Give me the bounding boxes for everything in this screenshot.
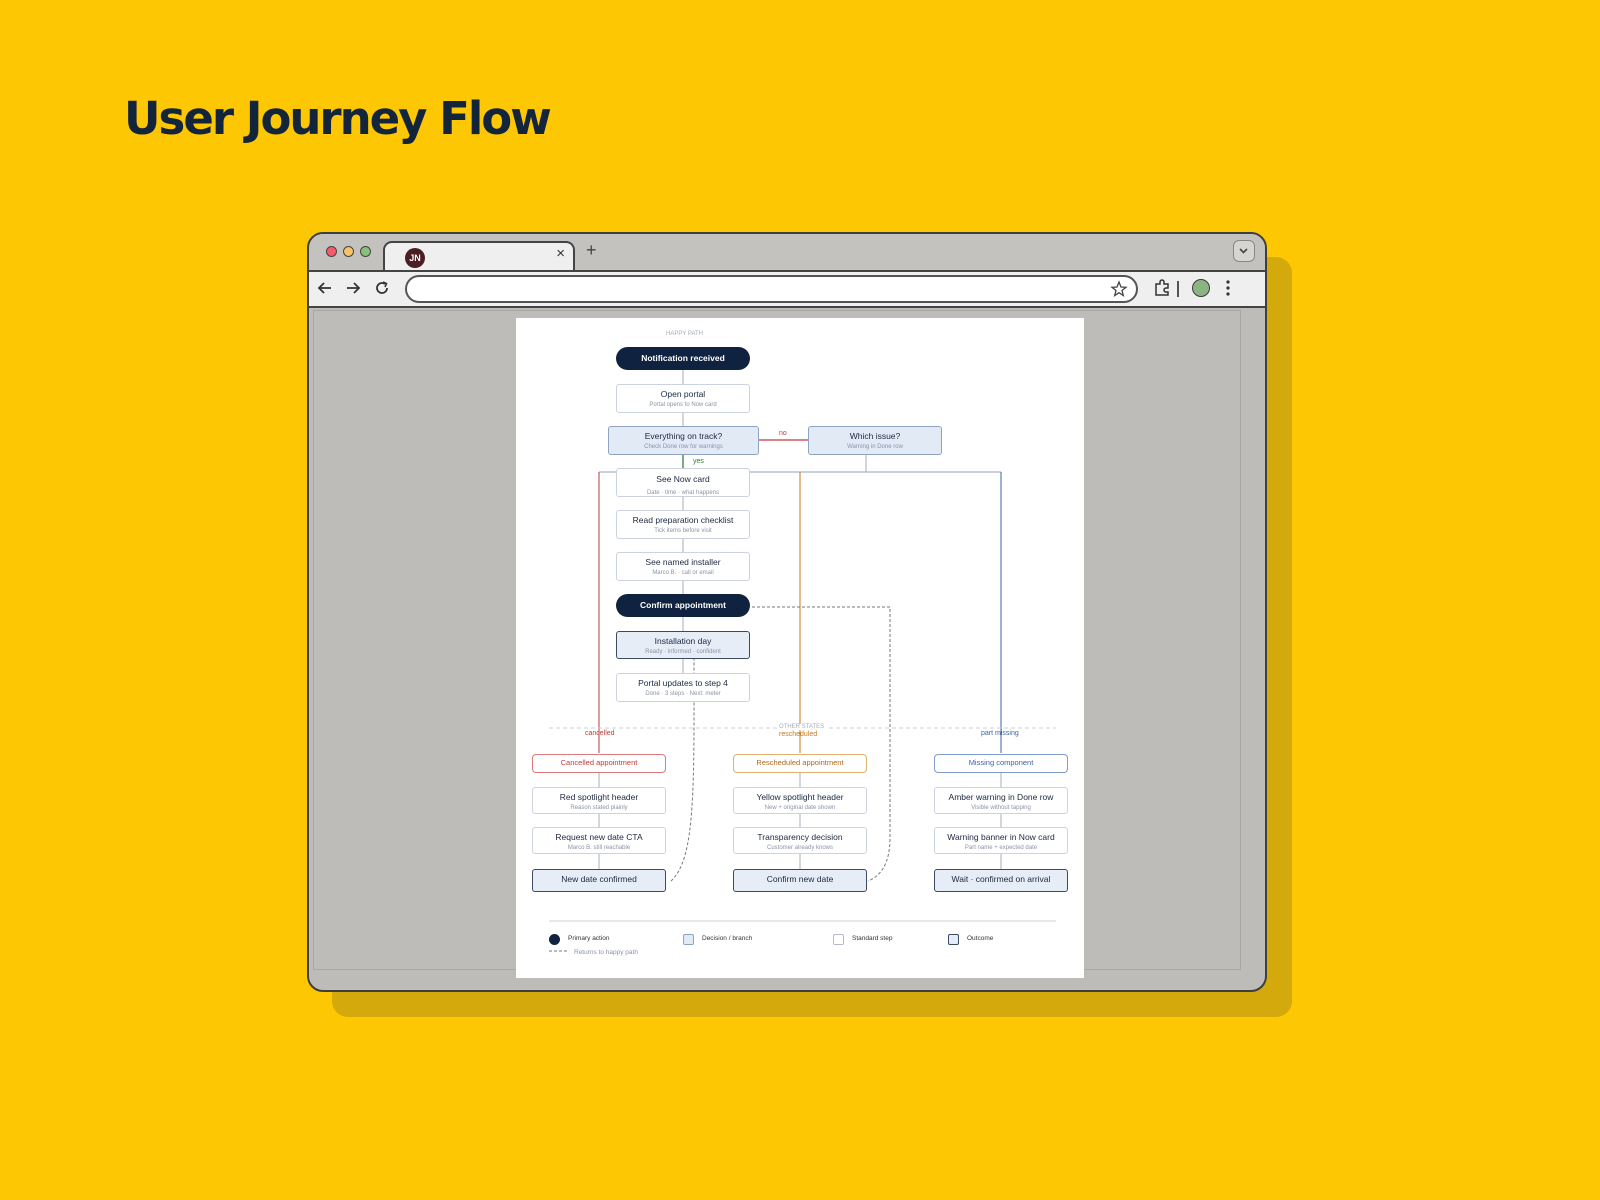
legend-primary-swatch bbox=[549, 934, 560, 945]
edge-cancelled-label: cancelled bbox=[585, 730, 615, 737]
legend-returns-label: Returns to happy path bbox=[574, 949, 638, 956]
forward-arrow-icon[interactable] bbox=[342, 277, 364, 299]
back-arrow-icon[interactable] bbox=[314, 277, 336, 299]
browser-toolbar bbox=[309, 270, 1265, 308]
checklist-title: Read preparation checklist bbox=[632, 515, 734, 525]
minimize-window-dot[interactable] bbox=[343, 246, 354, 257]
portal-updates-node: Portal updates to step 4 Done · 3 steps … bbox=[616, 673, 750, 702]
new-tab-icon[interactable]: + bbox=[586, 240, 597, 260]
missing-step-2-sub: Part name + expected date bbox=[964, 845, 1038, 852]
tab-strip: JN × + bbox=[309, 234, 1265, 272]
edge-part-missing-label: part missing bbox=[981, 730, 1019, 737]
rescheduled-outcome-label: Confirm new date bbox=[766, 874, 834, 884]
rescheduled-step-2: Transparency decision Customer already k… bbox=[733, 827, 867, 854]
connector-layer bbox=[549, 370, 1056, 922]
checklist-sub: Tick items before visit bbox=[654, 528, 712, 535]
open-portal-node: Open portal Portal opens to Now card bbox=[616, 384, 750, 413]
legend-outcome-label: Outcome bbox=[967, 935, 994, 942]
on-track-sub: Check Done row for warnings bbox=[644, 444, 723, 451]
legend-primary-label: Primary action bbox=[568, 935, 610, 942]
diagram-canvas: HAPPY PATH Notification received Open po… bbox=[516, 318, 1084, 978]
cancelled-header-label: Cancelled appointment bbox=[560, 758, 638, 767]
installer-title: See named installer bbox=[645, 557, 721, 567]
now-card-node: See Now card Date · time · what happens bbox=[616, 468, 750, 497]
missing-header-label: Missing component bbox=[968, 758, 1034, 767]
legend-outcome-swatch bbox=[948, 934, 959, 945]
cancelled-outcome-node: New date confirmed bbox=[532, 869, 666, 892]
on-track-decision-node: Everything on track? Check Done row for … bbox=[608, 426, 759, 455]
tab-list-chevron-icon[interactable] bbox=[1233, 240, 1255, 262]
toolbar-divider bbox=[1177, 281, 1179, 297]
checklist-node: Read preparation checklist Tick items be… bbox=[616, 510, 750, 539]
confirm-appointment-label: Confirm appointment bbox=[640, 600, 726, 610]
edge-rescheduled-label: rescheduled bbox=[779, 731, 818, 738]
missing-header-node: Missing component bbox=[934, 754, 1068, 773]
notification-received-label: Notification received bbox=[641, 353, 725, 363]
which-issue-title: Which issue? bbox=[849, 431, 901, 441]
installer-sub: Marco B. · call or email bbox=[652, 570, 714, 577]
rescheduled-step-2-sub: Customer already knows bbox=[766, 845, 834, 852]
open-portal-title: Open portal bbox=[660, 389, 706, 399]
address-bar[interactable] bbox=[405, 275, 1138, 303]
kebab-menu-icon[interactable] bbox=[1217, 277, 1239, 299]
missing-step-1: Amber warning in Done row Visible withou… bbox=[934, 787, 1068, 814]
rescheduled-step-1-title: Yellow spotlight header bbox=[756, 792, 844, 802]
cancelled-step-1-sub: Reason stated plainly bbox=[570, 805, 628, 812]
cancelled-step-1-title: Red spotlight header bbox=[559, 792, 639, 802]
happy-path-label: HAPPY PATH bbox=[666, 331, 704, 337]
legend-standard-label: Standard step bbox=[852, 935, 893, 942]
cancelled-header-node: Cancelled appointment bbox=[532, 754, 666, 773]
missing-step-2: Warning banner in Now card Part name + e… bbox=[934, 827, 1068, 854]
favicon-icon: JN bbox=[405, 248, 425, 268]
rescheduled-step-2-title: Transparency decision bbox=[757, 832, 843, 842]
which-issue-sub: Warning in Done row bbox=[847, 444, 903, 451]
edge-no-label: no bbox=[779, 430, 787, 437]
missing-outcome-label: Wait · confirmed on arrival bbox=[951, 874, 1051, 884]
installation-day-sub: Ready · informed · confident bbox=[645, 649, 721, 656]
other-states-label: OTHER STATES bbox=[777, 724, 827, 730]
rescheduled-outcome-node: Confirm new date bbox=[733, 869, 867, 892]
close-tab-icon[interactable]: × bbox=[556, 245, 565, 262]
maximize-window-dot[interactable] bbox=[360, 246, 371, 257]
star-icon[interactable] bbox=[1110, 280, 1128, 298]
legend-dashed-line bbox=[549, 950, 569, 952]
missing-step-2-title: Warning banner in Now card bbox=[947, 832, 1055, 842]
reload-icon[interactable] bbox=[371, 277, 393, 299]
profile-avatar[interactable] bbox=[1192, 279, 1210, 297]
close-window-dot[interactable] bbox=[326, 246, 337, 257]
missing-step-1-sub: Visible without tapping bbox=[971, 805, 1031, 812]
edge-yes-label: yes bbox=[693, 458, 704, 465]
page-headline: User Journey Flow bbox=[124, 92, 552, 145]
missing-step-1-title: Amber warning in Done row bbox=[948, 792, 1054, 802]
cancelled-step-2-title: Request new date CTA bbox=[555, 832, 643, 842]
rescheduled-step-1: Yellow spotlight header New + original d… bbox=[733, 787, 867, 814]
puzzle-extension-icon[interactable] bbox=[1151, 277, 1173, 299]
missing-outcome-node: Wait · confirmed on arrival bbox=[934, 869, 1068, 892]
now-card-title: See Now card bbox=[653, 474, 713, 485]
notification-received-node: Notification received bbox=[616, 347, 750, 370]
cancelled-step-2: Request new date CTA Marco B. still reac… bbox=[532, 827, 666, 854]
cancelled-outcome-label: New date confirmed bbox=[561, 874, 637, 884]
now-card-sub: Date · time · what happens bbox=[646, 489, 720, 496]
rescheduled-step-1-sub: New + original date shown bbox=[764, 805, 836, 812]
which-issue-decision-node: Which issue? Warning in Done row bbox=[808, 426, 942, 455]
installation-day-title: Installation day bbox=[654, 636, 712, 646]
portal-updates-sub: Done · 3 steps · Next: meter bbox=[645, 691, 721, 698]
browser-tab[interactable]: JN × bbox=[383, 241, 575, 272]
confirm-appointment-node: Confirm appointment bbox=[616, 594, 750, 617]
on-track-title: Everything on track? bbox=[644, 431, 723, 441]
rescheduled-header-node: Rescheduled appointment bbox=[733, 754, 867, 773]
cancelled-step-1: Red spotlight header Reason stated plain… bbox=[532, 787, 666, 814]
legend-standard-swatch bbox=[833, 934, 844, 945]
open-portal-sub: Portal opens to Now card bbox=[649, 402, 717, 409]
installation-day-node: Installation day Ready · informed · conf… bbox=[616, 631, 750, 659]
legend-decision-label: Decision / branch bbox=[702, 935, 753, 942]
cancelled-step-2-sub: Marco B. still reachable bbox=[567, 845, 631, 852]
legend-decision-swatch bbox=[683, 934, 694, 945]
rescheduled-header-label: Rescheduled appointment bbox=[756, 758, 844, 767]
url-input[interactable] bbox=[419, 281, 1103, 299]
portal-updates-title: Portal updates to step 4 bbox=[638, 678, 728, 688]
installer-node: See named installer Marco B. · call or e… bbox=[616, 552, 750, 581]
